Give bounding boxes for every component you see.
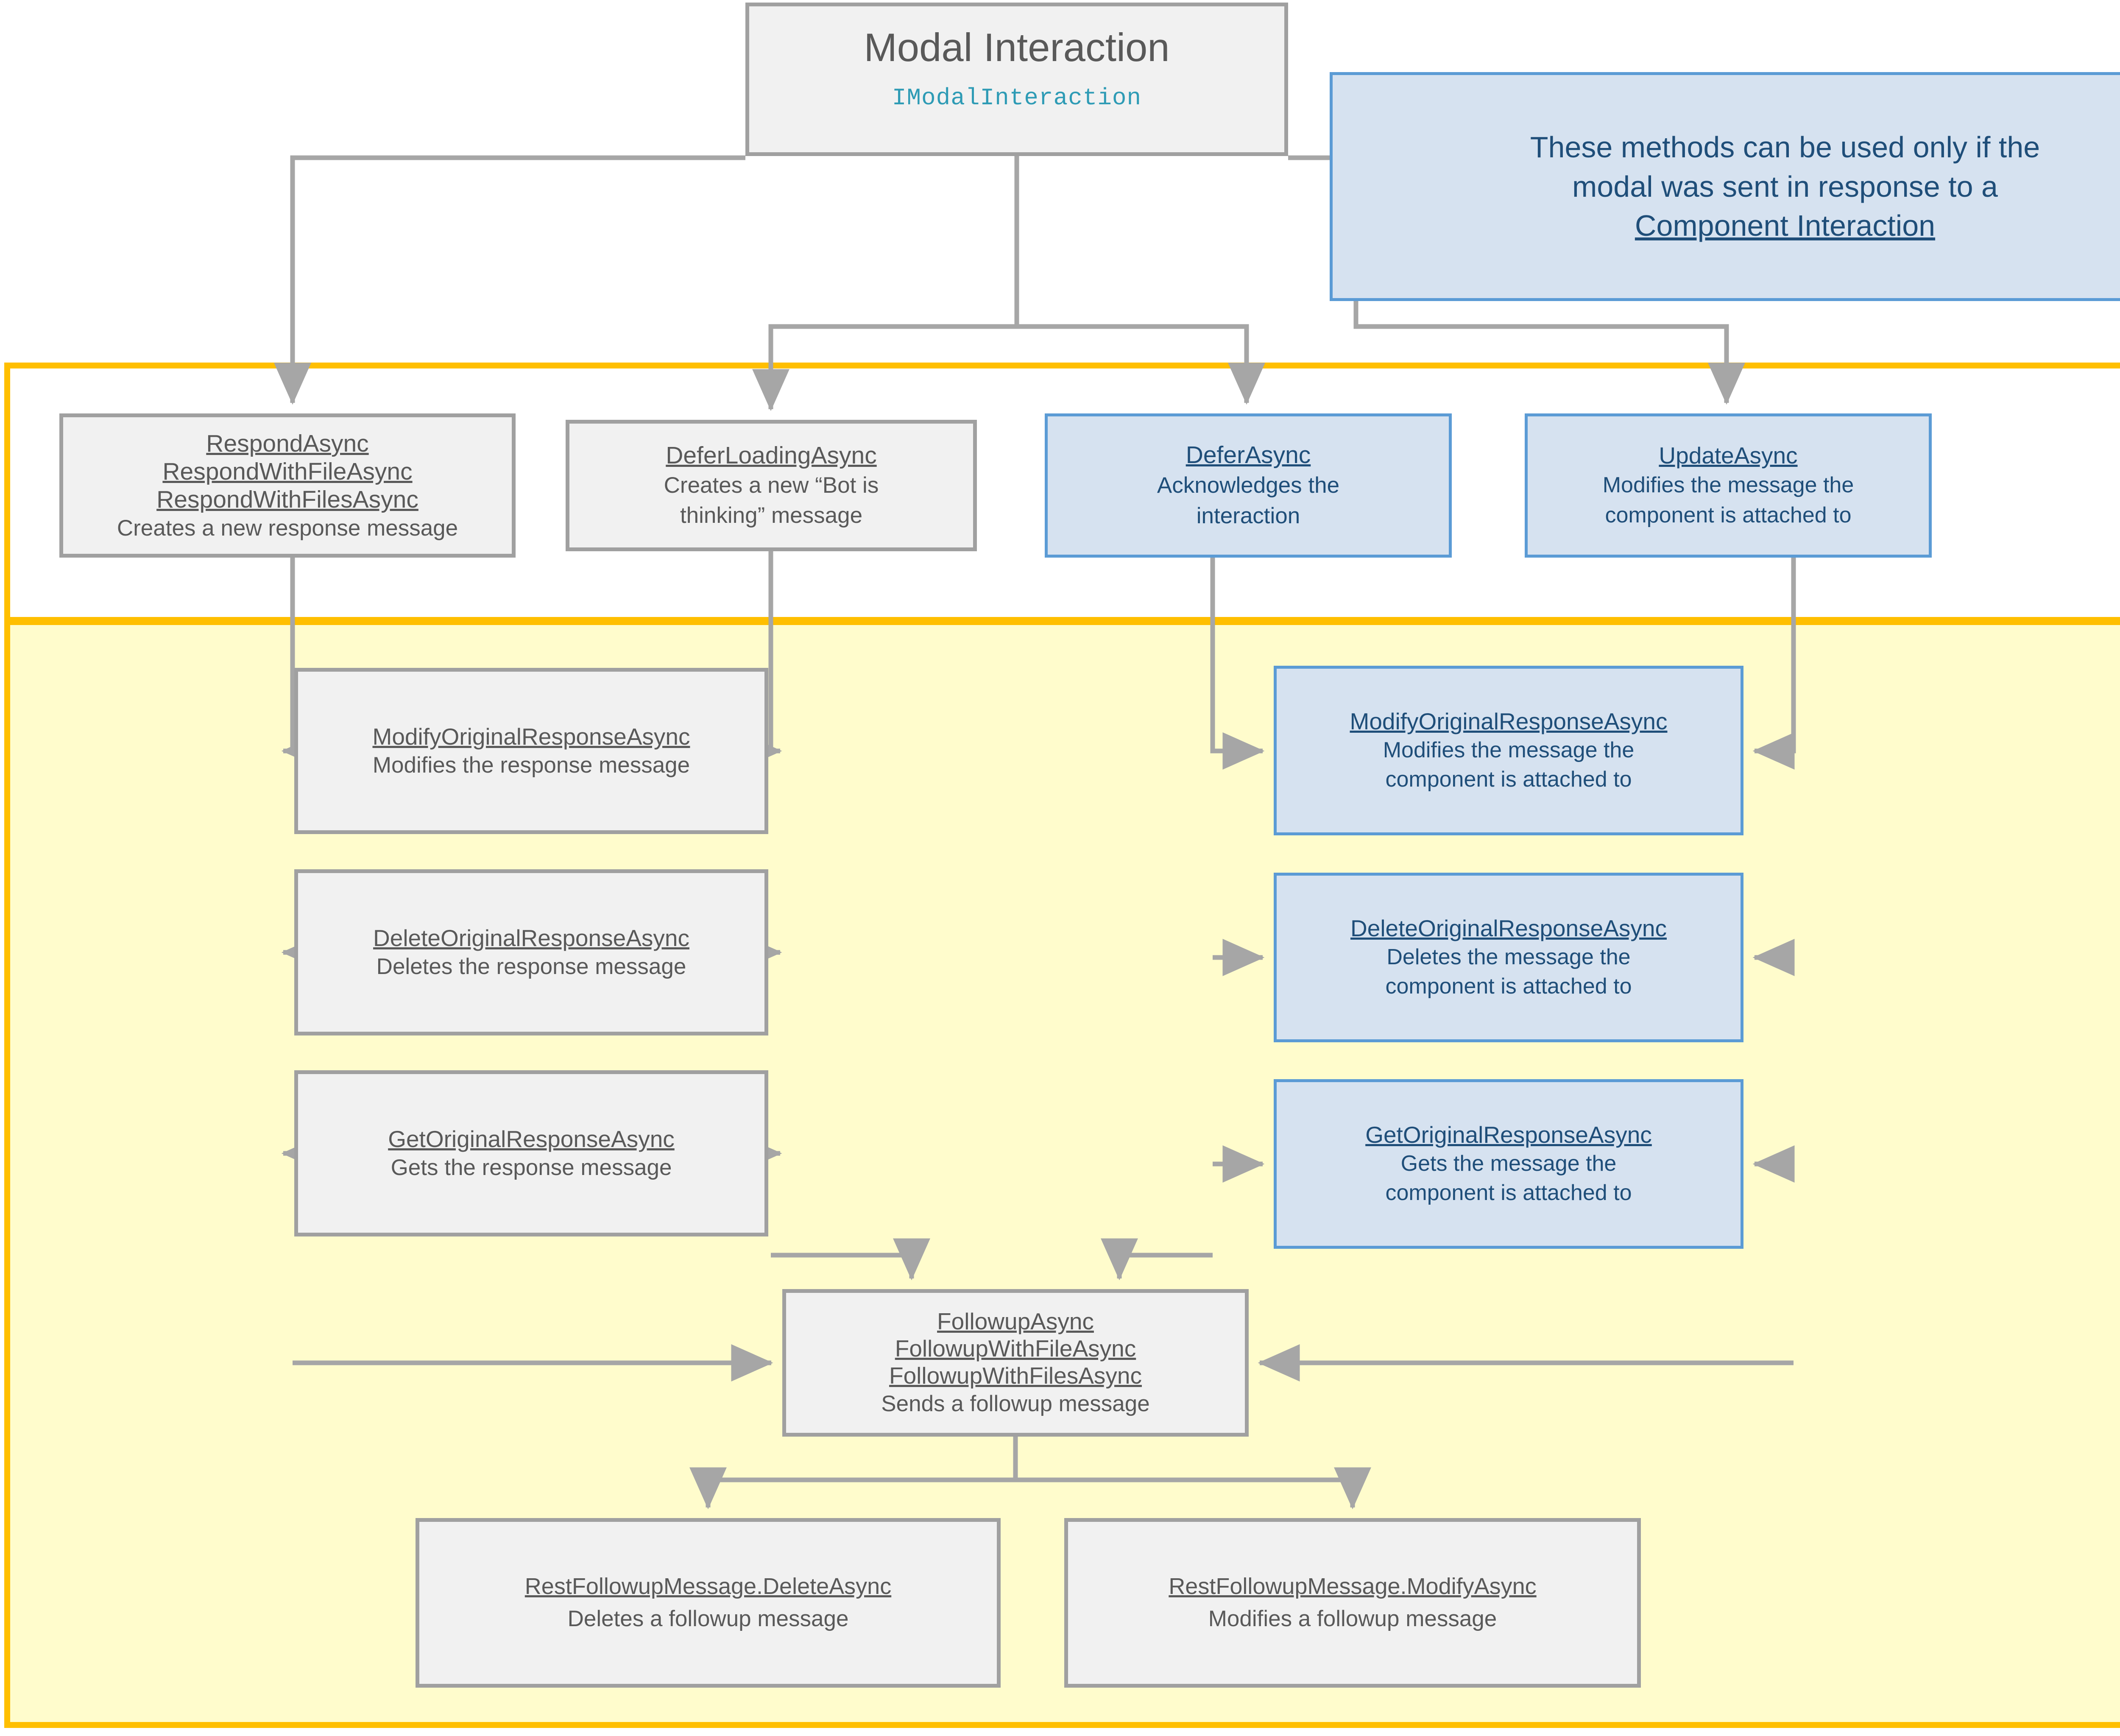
method-description: Deletes the response message <box>376 954 686 979</box>
method-description: component is attached to <box>1385 974 1632 999</box>
node-defer-async[interactable]: DeferAsync Acknowledges the interaction <box>1045 413 1452 558</box>
legend-line: Can be used in 15 minutes <box>1946 703 2120 734</box>
node-defer-loading-async[interactable]: DeferLoadingAsync Creates a new “Bot is … <box>566 420 977 551</box>
method-description: thinking” message <box>680 503 863 528</box>
method-name: ModifyOriginalResponseAsync <box>1350 708 1668 734</box>
note-line-1: These methods can be used only if the <box>1530 131 2040 164</box>
method-name: GetOriginalResponseAsync <box>388 1125 675 1152</box>
method-description: interaction <box>1196 503 1300 529</box>
method-description: Creates a new “Bot is <box>664 473 879 498</box>
method-name: RespondAsync <box>206 430 369 457</box>
method-description: Deletes a followup message <box>567 1606 849 1632</box>
method-name: FollowupAsync <box>937 1308 1094 1335</box>
node-respond-async[interactable]: RespondAsync RespondWithFileAsync Respon… <box>59 413 516 558</box>
page-title: Modal Interaction <box>864 25 1170 70</box>
method-description: Modifies the message the <box>1383 738 1635 763</box>
method-name: DeleteOriginalResponseAsync <box>1350 915 1667 941</box>
method-description: Gets the response message <box>391 1155 672 1180</box>
method-name: FollowupWithFileAsync <box>895 1335 1136 1362</box>
method-name: RestFollowupMessage.DeleteAsync <box>524 1574 892 1599</box>
node-get-original-response-async-gray[interactable]: GetOriginalResponseAsync Gets the respon… <box>294 1070 768 1236</box>
component-interaction-link[interactable]: Component Interaction <box>1635 209 1936 243</box>
method-description: Creates a new response message <box>117 515 458 541</box>
legend-line: Has to be executed in 3 seconds <box>1946 441 2120 471</box>
legend-line: after receiving the interaction <box>1946 471 2120 502</box>
interface-name: IModalInteraction <box>892 84 1142 112</box>
method-name: UpdateAsync <box>1659 442 1798 469</box>
note-line-2: modal was sent in response to a <box>1572 170 1998 203</box>
note-callout: These methods can be used only if the mo… <box>1330 72 2120 301</box>
legend-followup: Followup methods Can be used in 15 minut… <box>1946 670 2120 823</box>
legend-line: Can be used only ones per interaction <box>1946 502 2120 532</box>
node-rest-followup-message-modify-async[interactable]: RestFollowupMessage.ModifyAsync Modifies… <box>1064 1518 1641 1688</box>
node-get-original-response-async-blue[interactable]: GetOriginalResponseAsync Gets the messag… <box>1274 1079 1743 1249</box>
method-name: ModifyOriginalResponseAsync <box>372 723 690 750</box>
legend-line: interaction token’s lifetime <box>1946 794 2120 824</box>
node-delete-original-response-async-blue[interactable]: DeleteOriginalResponseAsync Deletes the … <box>1274 873 1743 1042</box>
node-rest-followup-message-delete-async[interactable]: RestFollowupMessage.DeleteAsync Deletes … <box>416 1518 1001 1688</box>
node-modify-original-response-async-blue[interactable]: ModifyOriginalResponseAsync Modifies the… <box>1274 666 1743 835</box>
method-description: Modifies a followup message <box>1208 1606 1497 1632</box>
node-modify-original-response-async-gray[interactable]: ModifyOriginalResponseAsync Modifies the… <box>294 668 768 834</box>
method-name: RespondWithFilesAsync <box>156 486 418 513</box>
legend-line: Can be used multiple times during <box>1946 765 2120 794</box>
node-update-async[interactable]: UpdateAsync Modifies the message the com… <box>1525 413 1932 558</box>
method-description: Deletes the message the <box>1386 945 1631 970</box>
method-description: Gets the message the <box>1400 1151 1617 1176</box>
node-delete-original-response-async-gray[interactable]: DeleteOriginalResponseAsync Deletes the … <box>294 869 768 1035</box>
root-node: Modal Interaction IModalInteraction <box>745 3 1288 156</box>
legend-initial-response: Initial Response methods Has to be execu… <box>1946 407 2120 532</box>
method-name: DeleteOriginalResponseAsync <box>373 924 689 951</box>
method-description: component is attached to <box>1385 1180 1632 1205</box>
method-description: Acknowledges the <box>1157 473 1340 498</box>
method-name: FollowupWithFilesAsync <box>889 1362 1142 1389</box>
method-name: GetOriginalResponseAsync <box>1365 1121 1652 1148</box>
method-name: RespondWithFileAsync <box>162 458 413 485</box>
method-name: RestFollowupMessage.ModifyAsync <box>1169 1574 1537 1599</box>
method-description: component is attached to <box>1605 502 1852 527</box>
method-description: Modifies the response message <box>372 752 690 778</box>
legend-title: Followup methods <box>1946 670 2120 703</box>
method-name: DeferLoadingAsync <box>666 442 877 469</box>
legend-line: after sending an initial response <box>1946 734 2120 765</box>
method-name: DeferAsync <box>1186 441 1311 469</box>
node-followup-async[interactable]: FollowupAsync FollowupWithFileAsync Foll… <box>782 1289 1249 1437</box>
method-description: component is attached to <box>1385 767 1632 792</box>
method-description: Sends a followup message <box>881 1391 1150 1417</box>
method-description: Modifies the message the <box>1602 473 1854 498</box>
legend-title: Initial Response methods <box>1946 407 2120 441</box>
